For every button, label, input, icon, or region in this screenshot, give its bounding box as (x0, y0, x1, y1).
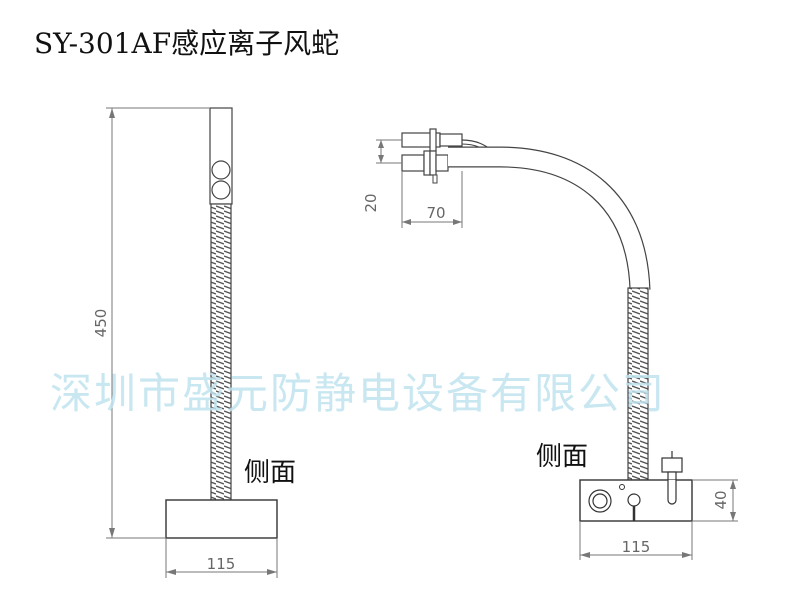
dimension-label-70: 70 (426, 204, 445, 222)
dimension-label-115-right: 115 (622, 538, 651, 556)
dimension-label-115-left: 115 (207, 555, 236, 573)
dimension-height-450 (106, 107, 210, 539)
curved-arm (448, 146, 651, 291)
page-title: SY-301AF感应离子风蛇 (34, 27, 340, 60)
dimension-label-20: 20 (362, 193, 380, 212)
dimension-base-height-40 (692, 479, 738, 522)
dimension-width-115-right (579, 521, 693, 560)
nozzle-top (211, 160, 231, 180)
left-side-view: 450 115 (92, 107, 278, 578)
right-side-view: 20 70 40 115 (362, 128, 738, 560)
base-block (165, 499, 278, 539)
left-view-label: 侧面 (244, 458, 297, 488)
nozzle-lower (401, 154, 425, 172)
dimension-label-450: 450 (92, 309, 110, 338)
flexible-neck (210, 203, 232, 501)
dimension-nozzle-length-70 (401, 171, 463, 228)
dimension-nozzle-height-20 (376, 139, 402, 164)
dimension-width-115-left (165, 538, 278, 578)
indicator-led (619, 484, 625, 490)
company-watermark: 深圳市盛元防静电设备有限公司 (50, 369, 667, 418)
dimension-label-40: 40 (712, 490, 730, 509)
right-view-label: 侧面 (536, 442, 589, 472)
nozzle-bottom (211, 180, 231, 200)
sensor-probe (661, 457, 683, 473)
